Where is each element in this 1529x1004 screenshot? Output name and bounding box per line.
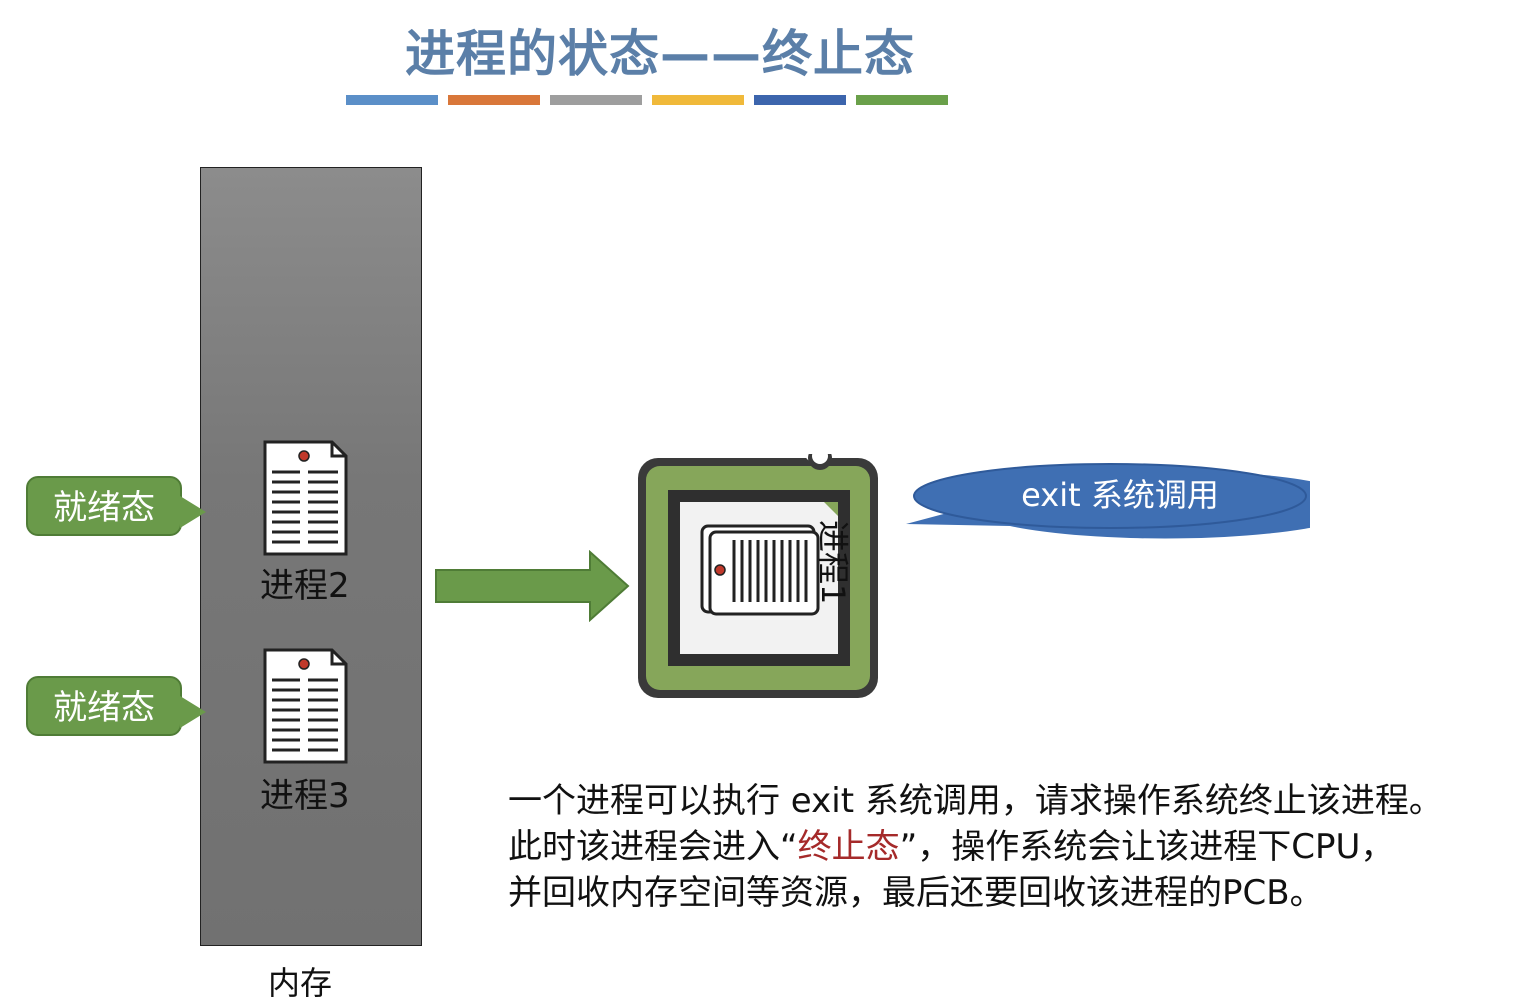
description-line-1: 一个进程可以执行 exit 系统调用，请求操作系统终止该进程。 xyxy=(508,781,1443,821)
title-color-bar xyxy=(856,95,948,105)
bubble-text: exit 系统调用 xyxy=(1021,476,1219,514)
process2-state-callout: 就绪态 xyxy=(26,476,182,536)
process3-label: 进程3 xyxy=(260,776,350,816)
cpu-chip-icon xyxy=(638,454,878,698)
process2-label: 进程2 xyxy=(260,566,350,606)
memory-block xyxy=(200,167,422,946)
title-color-bar xyxy=(550,95,642,105)
title-color-bar xyxy=(346,95,438,105)
cpu-process-label: 进程1 xyxy=(814,520,852,605)
description-line-2-post: ”，操作系统会让该进程下CPU， xyxy=(899,827,1395,867)
process2-document-icon xyxy=(263,440,348,556)
title-color-bar xyxy=(652,95,744,105)
process3-document-icon xyxy=(263,648,348,764)
description-line-2-pre: 此时该进程会进入“ xyxy=(508,827,798,867)
description-line-2: 此时该进程会进入“终止态”，操作系统会让该进程下CPU， xyxy=(508,824,1528,870)
right-arrow-icon xyxy=(435,550,630,622)
description-line-3: 并回收内存空间等资源，最后还要回收该进程的PCB。 xyxy=(508,873,1324,913)
process3-callout-tail xyxy=(180,696,206,728)
memory-label: 内存 xyxy=(268,964,333,1002)
description-emphasis: 终止态 xyxy=(797,827,900,867)
title-color-bar xyxy=(754,95,846,105)
process3-state-callout: 就绪态 xyxy=(26,676,182,736)
page-title: 进程的状态——终止态 xyxy=(405,25,915,83)
description-text: 一个进程可以执行 exit 系统调用，请求操作系统终止该进程。 此时该进程会进入… xyxy=(508,778,1528,916)
process2-callout-tail xyxy=(180,496,206,528)
speech-bubble xyxy=(906,463,1310,539)
title-color-bar xyxy=(448,95,540,105)
